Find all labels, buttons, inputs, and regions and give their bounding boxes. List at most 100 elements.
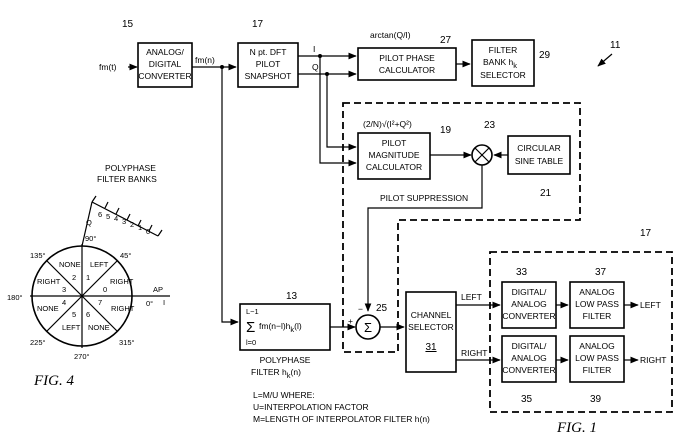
fig4-polar-diagram: POLYPHASE FILTER BANKS Q 6 5 4 3 2 1 0 A… [7,163,170,361]
svg-text:5: 5 [106,212,110,221]
svg-text:PILOT PHASE: PILOT PHASE [379,53,435,63]
pilot-suppression-group [342,102,581,353]
svg-text:CALCULATOR: CALCULATOR [379,65,435,75]
svg-text:7: 7 [98,298,102,307]
svg-text:5: 5 [72,310,76,319]
input-label: fm(t) [99,62,117,72]
svg-text:LEFT: LEFT [90,260,109,269]
svg-text:CIRCULAR: CIRCULAR [517,143,560,153]
svg-text:RIGHT: RIGHT [37,277,61,286]
svg-text:3: 3 [62,285,66,294]
q-label: Q [312,62,319,72]
svg-text:270°: 270° [74,352,90,361]
svg-text:CONVERTER: CONVERTER [502,365,555,375]
svg-text:NONE: NONE [88,323,110,332]
svg-text:CALCULATOR: CALCULATOR [366,162,422,172]
svg-text:RIGHT: RIGHT [110,277,134,286]
fig4-line-45-225 [46,260,118,332]
svg-text:ANALOG/: ANALOG/ [146,47,184,57]
lpf-bottom-ref: 39 [590,394,602,405]
svg-text:4: 4 [62,298,66,307]
lpf-bottom-block: ANALOG LOW PASS FILTER [569,335,625,383]
svg-text:I: I [163,298,165,307]
svg-text:fm(n−l)hk(l): fm(n−l)hk(l) [259,321,302,334]
note-3: M=LENGTH OF INTERPOLATOR FILTER h(n) [253,414,430,424]
svg-text:225°: 225° [30,338,46,347]
filterbank-ref: 29 [539,50,551,61]
svg-text:ANALOG: ANALOG [579,341,614,351]
channel-selector-block: CHANNEL SELECTOR 31 [405,291,457,373]
svg-text:2: 2 [130,220,134,229]
output-left-label: LEFT [640,300,661,310]
fig4-caption: FIG. 4 [33,373,74,389]
output-right-label: RIGHT [640,355,666,365]
polyphase-caption-2: FILTER hk(n) [251,367,301,380]
dac-top-ref: 33 [516,267,528,278]
svg-text:FILTER: FILTER [489,45,518,55]
multiplier [471,144,493,166]
polyphase-filter-block: L−1 Σ l=0 fm(n−l)hk(l) [239,303,331,351]
polyphase-ref: 13 [286,291,298,302]
svg-text:LOW PASS: LOW PASS [575,299,619,309]
svg-text:180°: 180° [7,293,23,302]
i-label: I [313,44,315,54]
svg-text:FILTER: FILTER [583,365,612,375]
dft-block: N pt. DFT PILOT SNAPSHOT [237,42,299,88]
polyphase-caption-1: POLYPHASE [260,355,311,365]
arctan-label: arctan(Q/I) [370,30,411,40]
fig4-title-2: FILTER BANKS [97,174,157,184]
svg-text:1: 1 [86,273,90,282]
svg-text:90°: 90° [85,234,96,243]
summer: Σ [355,314,381,340]
svg-text:SELECTOR: SELECTOR [408,322,454,332]
svg-text:SINE TABLE: SINE TABLE [515,156,564,166]
svg-text:0°: 0° [146,299,153,308]
note-2: U=INTERPOLATION FACTOR [253,402,369,412]
svg-text:Q: Q [86,218,92,227]
magnitude-formula: (2/N)√(I²+Q²) [363,119,412,129]
adc-ref: 15 [122,19,134,30]
plus-sign: + [348,316,353,326]
svg-text:NONE: NONE [59,260,81,269]
svg-text:ANALOG: ANALOG [511,353,546,363]
system-ref-arrow [597,53,613,67]
summer-ref: 25 [376,303,388,314]
note-1: L=M/U WHERE: [253,390,315,400]
svg-text:6: 6 [86,310,90,319]
svg-text:CHANNEL: CHANNEL [411,310,452,320]
svg-text:FILTER: FILTER [583,311,612,321]
svg-text:l=0: l=0 [246,338,256,347]
svg-text:0: 0 [103,285,107,294]
minus-sign: − [358,304,363,314]
svg-text:LEFT: LEFT [62,323,81,332]
svg-text:DIGITAL: DIGITAL [149,59,182,69]
svg-text:N pt. DFT: N pt. DFT [250,47,287,57]
svg-text:DIGITAL/: DIGITAL/ [512,287,547,297]
svg-text:PILOT: PILOT [382,138,407,148]
multiplier-ref: 23 [484,120,496,131]
filterbank-block: FILTER BANK hk SELECTOR [471,39,535,87]
svg-text:MAGNITUDE: MAGNITUDE [369,150,420,160]
q-to-magnitude [326,74,357,151]
output-group-ref: 17 [640,228,652,239]
magnitude-block: PILOT MAGNITUDE CALCULATOR [357,132,431,180]
svg-text:Σ: Σ [364,320,372,335]
svg-text:3: 3 [122,217,126,226]
svg-text:0: 0 [146,227,150,236]
fig4-title-1: POLYPHASE [105,163,156,173]
i-to-magnitude [319,56,357,167]
svg-text:AP: AP [153,285,163,294]
svg-text:4: 4 [114,214,118,223]
fmn-to-polyphase [221,67,239,326]
svg-text:BANK hk: BANK hk [483,57,517,70]
svg-text:ANALOG: ANALOG [579,287,614,297]
sine-ref: 21 [540,188,552,199]
lpf-top-block: ANALOG LOW PASS FILTER [569,281,625,329]
sine-table-block: CIRCULAR SINE TABLE [507,135,571,175]
dac-top-block: DIGITAL/ ANALOG CONVERTER [501,281,557,329]
dac-bottom-block: DIGITAL/ ANALOG CONVERTER [501,335,557,383]
lpf-top-ref: 37 [595,267,607,278]
svg-text:LOW PASS: LOW PASS [575,353,619,363]
svg-text:SNAPSHOT: SNAPSHOT [245,71,292,81]
